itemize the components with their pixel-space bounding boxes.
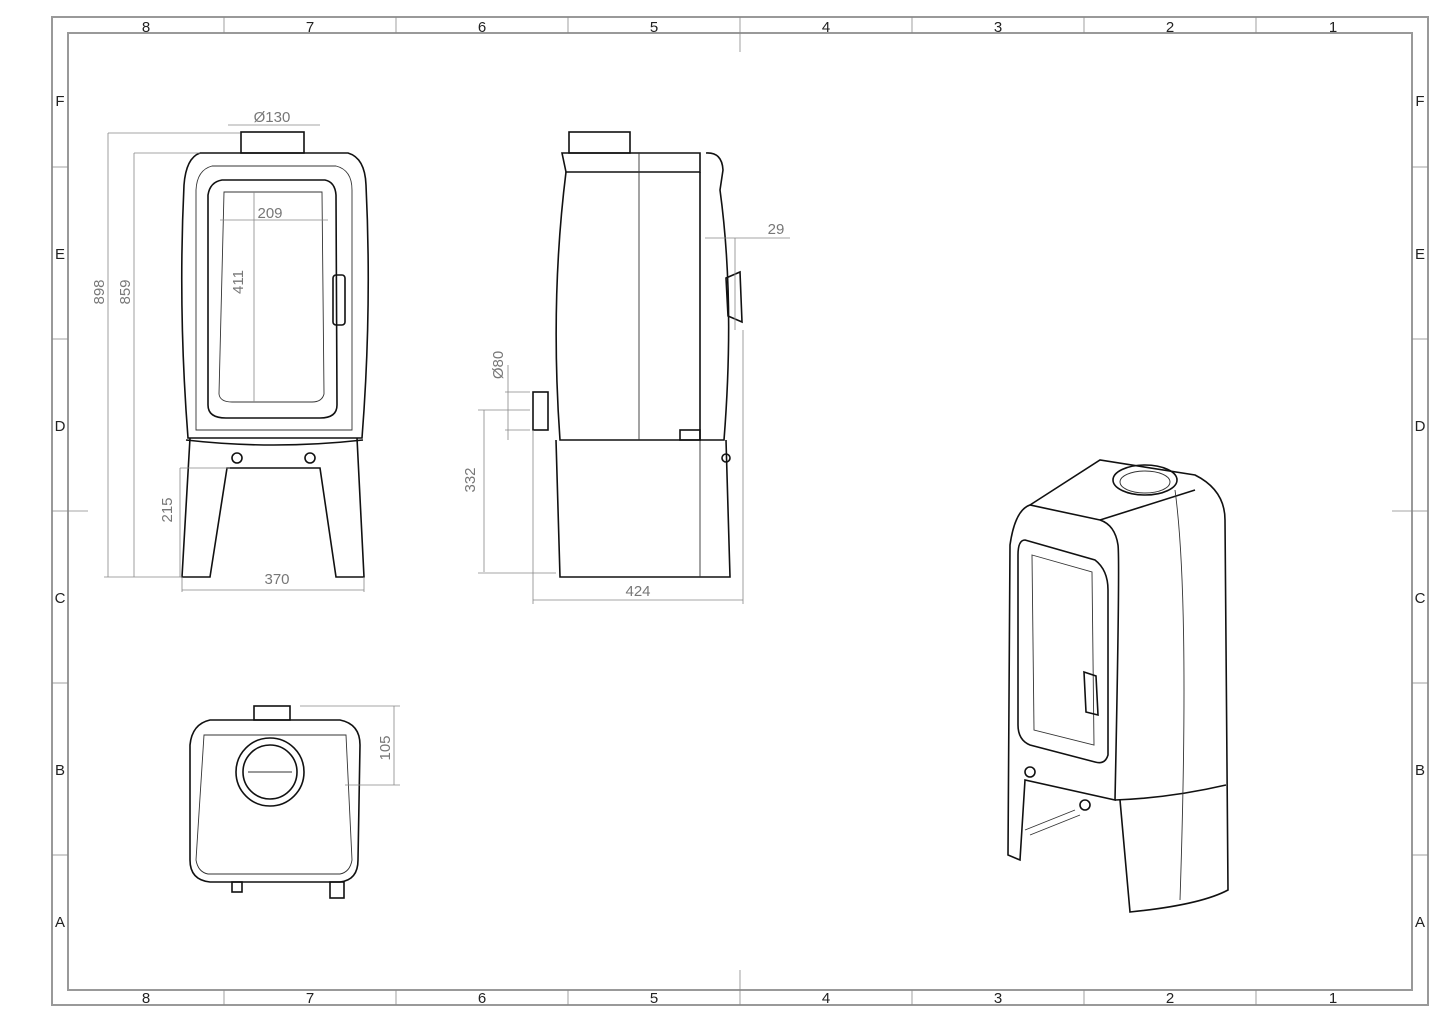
dim-glass-width: 209: [257, 205, 282, 222]
dim-flue-offset: 105: [377, 735, 394, 760]
top-view: [189, 705, 361, 899]
column-labels-bottom: 8 7 6 5 4 3 2 1: [142, 990, 1337, 1007]
row-label: C: [1415, 590, 1426, 607]
dim-depth: 424: [625, 583, 650, 600]
column-label: 6: [478, 990, 486, 1007]
zone-ticks: [52, 17, 1428, 1005]
column-label: 1: [1329, 19, 1337, 36]
column-labels-top: 8 7 6 5 4 3 2 1: [142, 19, 1337, 36]
column-label: 7: [306, 19, 314, 36]
dim-width: 370: [264, 571, 289, 588]
column-label: 3: [994, 19, 1002, 36]
side-view-dimensions: 29 Ø80 332 424: [462, 221, 790, 604]
dim-overall-height: 898: [91, 279, 108, 304]
row-label: C: [55, 590, 66, 607]
row-label: D: [1415, 418, 1426, 435]
row-labels-right: F E D C B A: [1415, 93, 1426, 931]
column-label: 6: [478, 19, 486, 36]
isometric-view: [1007, 459, 1229, 913]
row-labels-left: F E D C B A: [55, 93, 66, 931]
column-label: 1: [1329, 990, 1337, 1007]
dim-glass-height: 411: [230, 270, 247, 294]
top-view-dimensions: 105: [300, 705, 400, 786]
dim-leg-height: 215: [159, 497, 176, 522]
dim-air-inlet-height: 332: [462, 467, 479, 492]
row-label: E: [1415, 246, 1425, 263]
row-label: F: [1415, 93, 1424, 110]
row-label: D: [55, 418, 66, 435]
row-label: F: [55, 93, 64, 110]
dim-air-inlet-diameter: Ø80: [490, 351, 507, 379]
dim-body-height: 859: [117, 279, 134, 304]
column-label: 8: [142, 990, 150, 1007]
front-view: [180, 131, 370, 578]
inner-frame: [67, 32, 1413, 991]
column-label: 8: [142, 19, 150, 36]
outer-frame: [51, 16, 1429, 1006]
column-label: 7: [306, 990, 314, 1007]
column-label: 2: [1166, 990, 1174, 1007]
column-label: 5: [650, 19, 658, 36]
row-label: B: [55, 762, 65, 779]
side-view: [532, 131, 743, 578]
row-label: A: [1415, 914, 1425, 931]
column-label: 3: [994, 990, 1002, 1007]
dim-handle-offset: 29: [768, 221, 785, 238]
column-label: 4: [822, 990, 830, 1007]
column-label: 4: [822, 19, 830, 36]
row-label: E: [55, 246, 65, 263]
row-label: B: [1415, 762, 1425, 779]
column-label: 5: [650, 990, 658, 1007]
front-view-dimensions: Ø130 209 411 898 859 215 370: [91, 109, 365, 592]
column-label: 2: [1166, 19, 1174, 36]
row-label: A: [55, 914, 65, 931]
dim-flue-diameter: Ø130: [254, 109, 291, 126]
